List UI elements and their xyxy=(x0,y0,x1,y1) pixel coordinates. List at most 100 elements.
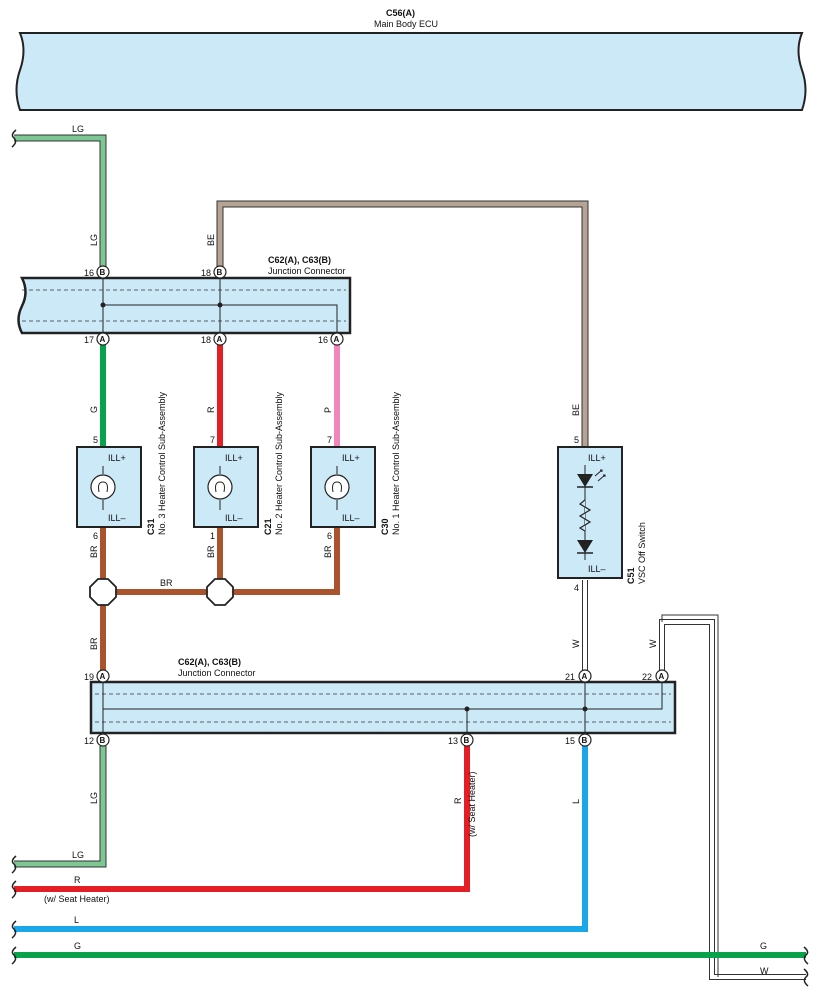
svg-text:BR: BR xyxy=(89,545,99,558)
svg-text:R: R xyxy=(453,797,463,804)
ecu-name: Main Body ECU xyxy=(374,19,438,29)
svg-text:ILL+: ILL+ xyxy=(588,453,606,463)
svg-text:ILL+: ILL+ xyxy=(342,453,360,463)
svg-text:A: A xyxy=(659,672,665,681)
svg-text:LG: LG xyxy=(89,792,99,804)
svg-text:21: 21 xyxy=(565,672,575,682)
component-c30: ILL+ ILL– 7 6 C30 No. 1 Heater Control S… xyxy=(310,391,401,541)
wire-labels: LG LG BE BE G R P BR BR BR BR BR W W LG … xyxy=(44,124,769,976)
svg-text:C31: C31 xyxy=(146,518,156,535)
pin-bot-b13: B 13 xyxy=(448,733,474,747)
svg-text:R: R xyxy=(74,875,81,885)
svg-text:ILL+: ILL+ xyxy=(108,453,126,463)
svg-text:(w/ Seat Heater): (w/ Seat Heater) xyxy=(44,894,110,904)
svg-text:17: 17 xyxy=(84,335,94,345)
svg-text:ILL–: ILL– xyxy=(342,513,360,523)
svg-text:A: A xyxy=(100,672,106,681)
svg-text:BE: BE xyxy=(206,234,216,246)
svg-text:C51: C51 xyxy=(626,567,636,584)
svg-text:G: G xyxy=(760,941,767,951)
svg-text:ILL–: ILL– xyxy=(225,513,243,523)
component-c31: ILL+ ILL– 5 6 C31 No. 3 Heater Control S… xyxy=(76,391,167,541)
splice-left xyxy=(89,578,117,606)
svg-text:G: G xyxy=(89,406,99,413)
pin-top-b18: B 18 xyxy=(201,265,227,279)
svg-text:6: 6 xyxy=(327,531,332,541)
svg-text:W: W xyxy=(571,639,581,648)
svg-text:B: B xyxy=(464,736,470,745)
pin-top-b16: B 16 xyxy=(84,265,110,279)
main-body-ecu: C56(A) Main Body ECU xyxy=(15,8,807,111)
svg-text:LG: LG xyxy=(89,234,99,246)
pin-bot-b12: B 12 xyxy=(84,733,110,747)
wire-r-bottom xyxy=(14,746,470,892)
junction-connector-top: C62(A), C63(B) Junction Connector xyxy=(17,255,352,335)
svg-text:7: 7 xyxy=(327,435,332,445)
pin-bot-a19: A 19 xyxy=(84,669,110,683)
svg-text:12: 12 xyxy=(84,736,94,746)
svg-text:22: 22 xyxy=(642,672,652,682)
jc-bottom-code: C62(A), C63(B) xyxy=(178,657,241,667)
svg-text:A: A xyxy=(217,335,223,344)
pin-markers: B16 B18 A17 A18 A16 A19 A21 A22 B12 B13 … xyxy=(84,265,669,747)
pin-top-a18: A18 xyxy=(201,332,227,346)
svg-text:C30: C30 xyxy=(380,518,390,535)
svg-text:15: 15 xyxy=(565,736,575,746)
svg-text:C21: C21 xyxy=(263,518,273,535)
svg-text:BE: BE xyxy=(571,404,581,416)
led-icon xyxy=(577,469,606,488)
svg-text:B: B xyxy=(100,268,106,277)
pin-top-a16: A 16 xyxy=(318,332,344,346)
diode-icon xyxy=(577,540,593,554)
svg-text:A: A xyxy=(334,335,340,344)
svg-text:1: 1 xyxy=(210,531,215,541)
svg-text:ILL–: ILL– xyxy=(108,513,126,523)
svg-text:BR: BR xyxy=(323,545,333,558)
svg-text:B: B xyxy=(100,736,106,745)
resistor-icon xyxy=(578,499,592,532)
wire-w2 xyxy=(659,619,806,980)
svg-text:ILL–: ILL– xyxy=(588,564,606,574)
bulb-icon xyxy=(207,474,233,500)
svg-text:5: 5 xyxy=(574,435,579,445)
svg-text:LG: LG xyxy=(72,850,84,860)
svg-text:L: L xyxy=(74,915,79,925)
svg-text:BR: BR xyxy=(89,637,99,650)
svg-text:16: 16 xyxy=(84,268,94,278)
component-c21: ILL+ ILL– 7 1 C21 No. 2 Heater Control S… xyxy=(193,391,284,541)
svg-text:VSC Off Switch: VSC Off Switch xyxy=(637,522,647,584)
svg-text:19: 19 xyxy=(84,672,94,682)
svg-text:18: 18 xyxy=(201,268,211,278)
splice-middle xyxy=(206,578,234,606)
svg-text:L: L xyxy=(571,799,581,804)
svg-text:(w/ Seat Heater): (w/ Seat Heater) xyxy=(467,771,477,837)
svg-text:P: P xyxy=(323,407,333,413)
pin-bot-a22: A 22 xyxy=(642,669,669,683)
ecu-code: C56(A) xyxy=(386,8,415,18)
wire-l-bottom xyxy=(14,746,588,932)
svg-text:13: 13 xyxy=(448,736,458,746)
jc-top-name: Junction Connector xyxy=(268,266,346,276)
svg-text:A: A xyxy=(582,672,588,681)
component-c51: ILL+ ILL– 5 4 C51 VSC Off Switch xyxy=(557,435,647,593)
jc-top-code: C62(A), C63(B) xyxy=(268,255,331,265)
svg-text:6: 6 xyxy=(93,531,98,541)
svg-text:No. 1 Heater Control Sub-Assem: No. 1 Heater Control Sub-Assembly xyxy=(391,391,401,535)
svg-text:ILL+: ILL+ xyxy=(225,453,243,463)
bulb-icon xyxy=(90,474,116,500)
junction-connector-bottom: C62(A), C63(B) Junction Connector xyxy=(89,657,677,735)
svg-text:A: A xyxy=(100,335,106,344)
pin-bot-a21: A 21 xyxy=(565,669,592,683)
svg-text:W: W xyxy=(760,966,769,976)
svg-text:BR: BR xyxy=(160,578,173,588)
svg-text:LG: LG xyxy=(72,124,84,134)
wire-lg-top xyxy=(14,134,107,268)
jc-bottom-name: Junction Connector xyxy=(178,668,256,678)
svg-text:B: B xyxy=(217,268,223,277)
svg-text:16: 16 xyxy=(318,335,328,345)
pin-top-a17: A 17 xyxy=(84,332,110,346)
svg-text:R: R xyxy=(206,406,216,413)
svg-text:5: 5 xyxy=(93,435,98,445)
bulb-icon xyxy=(324,474,350,500)
